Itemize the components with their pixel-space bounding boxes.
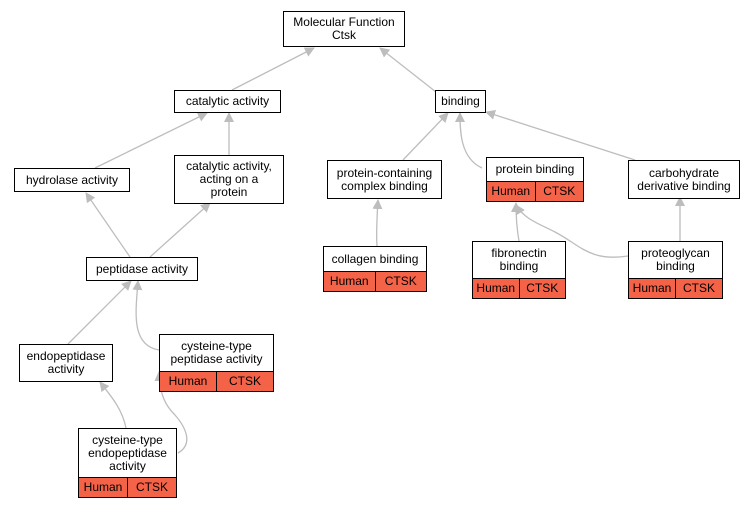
- node-label: collagen binding: [331, 251, 419, 266]
- node-catalytic-activity[interactable]: catalytic activity: [174, 90, 281, 113]
- node-label: Molecular Function Ctsk: [293, 15, 395, 42]
- node-proteoglycan-binding[interactable]: proteoglycan binding Human CTSK: [628, 241, 723, 299]
- node-label: carbohydrate derivative binding: [637, 165, 731, 193]
- edge-hydrolase-to-catalytic: [94, 112, 208, 169]
- edge-peptidase-to-hydrolase: [85, 192, 131, 258]
- node-endopeptidase-activity[interactable]: endopeptidase activity: [19, 344, 113, 382]
- edge-protein-binding-to-binding: [455, 112, 483, 169]
- gene-tag: CTSK: [534, 182, 584, 201]
- node-cysteine-type-peptidase-activity[interactable]: cysteine-type peptidase activity Human C…: [159, 334, 274, 392]
- edge-peptidase-to-catalytic-protein: [149, 202, 211, 258]
- edge-cysteine-peptidase-to-peptidase: [132, 280, 160, 351]
- species-tag: Human: [168, 374, 208, 388]
- node-label: hydrolase activity: [25, 172, 119, 187]
- edge-binding-to-molecular-function: [379, 47, 437, 93]
- species-tag: Human: [329, 274, 369, 288]
- annotation-row: Human CTSK: [160, 371, 273, 391]
- gene-tag: CTSK: [374, 272, 427, 291]
- node-hydrolase-activity[interactable]: hydrolase activity: [14, 168, 130, 192]
- gene-tag: CTSK: [216, 372, 273, 391]
- node-label: peptidase activity: [95, 261, 189, 276]
- node-label: cysteine-type peptidase activity: [170, 339, 263, 366]
- species-tag: Human: [491, 184, 531, 198]
- annotation-row: Human CTSK: [629, 278, 722, 298]
- gene-tag: CTSK: [675, 279, 722, 298]
- species-tag: Human: [632, 281, 672, 295]
- edge-carbohydrate-to-binding: [485, 110, 636, 161]
- node-label: proteoglycan binding: [641, 246, 710, 273]
- node-label: cysteine-type endopeptidase activity: [88, 432, 167, 473]
- node-protein-containing-complex-binding[interactable]: protein-containing complex binding: [327, 160, 442, 199]
- node-cysteine-type-endopeptidase-activity[interactable]: cysteine-type endopeptidase activity Hum…: [78, 428, 177, 498]
- node-protein-binding[interactable]: protein binding Human CTSK: [486, 157, 584, 202]
- node-label: protein-containing complex binding: [336, 165, 433, 193]
- annotation-row: Human CTSK: [79, 477, 176, 497]
- node-label: catalytic activity: [185, 94, 270, 108]
- edge-catalytic-to-molecular-function: [231, 47, 315, 91]
- edge-complex-binding-to-binding: [402, 112, 449, 161]
- node-carbohydrate-derivative-binding[interactable]: carbohydrate derivative binding: [628, 160, 740, 199]
- annotation-row: Human CTSK: [487, 181, 583, 201]
- node-catalytic-activity-protein[interactable]: catalytic activity, acting on a protein: [174, 155, 284, 204]
- annotation-row: Human CTSK: [324, 271, 426, 291]
- gene-tag: CTSK: [127, 478, 176, 497]
- node-label: protein binding: [495, 162, 575, 176]
- node-label: fibronectin binding: [491, 246, 547, 273]
- gene-tag: CTSK: [518, 279, 566, 298]
- species-tag: Human: [83, 480, 123, 494]
- node-binding[interactable]: binding: [435, 90, 486, 113]
- node-peptidase-activity[interactable]: peptidase activity: [86, 257, 198, 281]
- species-tag: Human: [476, 281, 516, 295]
- node-molecular-function[interactable]: Molecular Function Ctsk: [283, 11, 405, 47]
- annotation-row: Human CTSK: [473, 278, 565, 298]
- edge-proteoglycan-to-protein-binding: [515, 204, 629, 258]
- node-label: catalytic activity, acting on a protein: [186, 159, 272, 199]
- node-label: endopeptidase activity: [26, 349, 106, 376]
- edge-cysteine-endopeptidase-to-endopeptidase: [99, 381, 127, 429]
- edge-collagen-to-complex-binding: [372, 199, 383, 247]
- node-collagen-binding[interactable]: collagen binding Human CTSK: [323, 246, 427, 292]
- edge-endopeptidase-to-peptidase: [67, 280, 132, 345]
- node-fibronectin-binding[interactable]: fibronectin binding Human CTSK: [472, 241, 566, 299]
- node-label: binding: [441, 94, 480, 108]
